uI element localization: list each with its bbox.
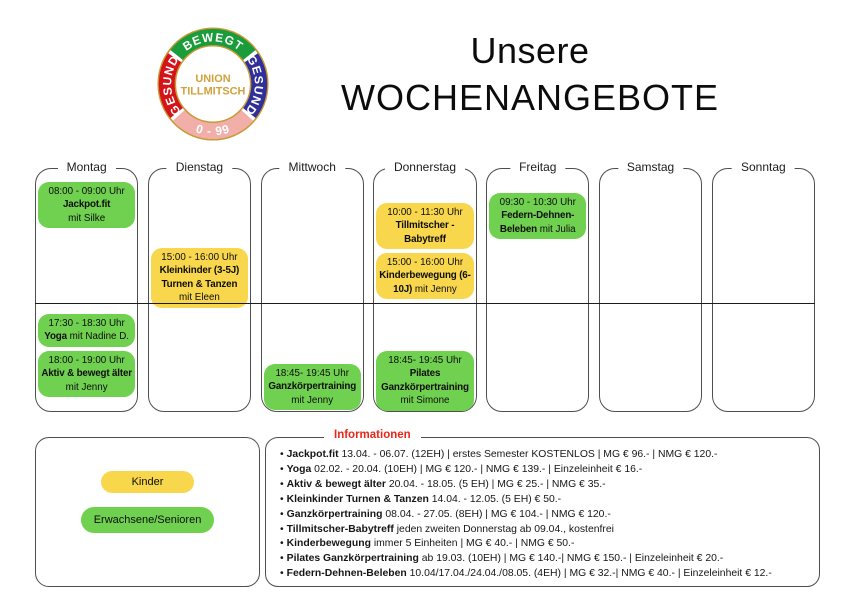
bullet-icon: •: [280, 493, 284, 505]
bullet-icon: •: [280, 538, 284, 550]
logo-arc-top-text: BEWEGT: [180, 30, 245, 54]
event-federn-dehnen-beleben: 09:30 - 10:30 Uhr Federn-Dehnen-Beleben …: [489, 193, 587, 240]
day-column-samstag: Samstag: [598, 160, 703, 412]
event-text: Federn-Dehnen-Beleben mit Julia: [499, 210, 576, 235]
day-column-dienstag: Dienstag 15:00 - 16:00 Uhr Kleinkinder (…: [147, 160, 252, 412]
info-item-kinderbewegung: •Kinderbewegung immer 5 Einheiten | MG €…: [280, 538, 575, 550]
legend-erwachsene-senioren-pill: Erwachsene/Senioren: [80, 507, 215, 533]
event-pilates-ganzkoerpertraining: 18:45- 19:45 Uhr Pilates Ganzkörpertrain…: [376, 351, 474, 411]
bullet-icon: •: [280, 508, 284, 520]
event-text: Kleinkinder (3-5J) Turnen & Tanzen mit E…: [159, 265, 240, 304]
event-time: 17:30 - 18:30 Uhr: [48, 318, 125, 329]
day-column-sonntag: Sonntag: [711, 160, 815, 412]
informationen-heading: Informationen: [324, 429, 421, 441]
event-text: Tillmitscher - Babytreff: [395, 220, 455, 245]
legend-box: Kinder Erwachsene/Senioren: [35, 437, 260, 587]
event-time: 18:00 - 19:00 Uhr: [48, 355, 125, 366]
event-ganzkoerpertraining: 18:45- 19:45 Uhr Ganzkörpertraining mit …: [263, 364, 361, 411]
informationen-list: •Jackpot.fit 13.04. - 06.07. (12EH) | er…: [266, 438, 819, 586]
day-column-freitag: Freitag 09:30 - 10:30 Uhr Federn-Dehnen-…: [486, 160, 590, 412]
event-text: Yoga mit Nadine D.: [44, 331, 129, 343]
event-time: 18:45- 19:45 Uhr: [388, 355, 462, 366]
day-label-donnerstag: Donnerstag: [384, 160, 466, 174]
week-schedule-grid: Montag 08:00 - 09:00 Uhr Jackpot.fit mit…: [35, 155, 815, 413]
title-line2: WOCHENANGEBOTE: [340, 77, 720, 118]
svg-text:0 - 99: 0 - 99: [194, 121, 231, 138]
section-divider-line: [35, 303, 815, 304]
event-time: 08:00 - 09:00 Uhr: [48, 186, 125, 197]
event-yoga: 17:30 - 18:30 Uhr Yoga mit Nadine D.: [38, 314, 136, 347]
day-label-montag: Montag: [57, 160, 116, 174]
info-item-federn-dehnen-beleben: •Federn-Dehnen-Beleben 10.04/17.04./24.0…: [280, 568, 772, 580]
page-title: Unsere WOCHENANGEBOTE: [275, 28, 785, 121]
event-kleinkinder-turnen-tanzen: 15:00 - 16:00 Uhr Kleinkinder (3-5J) Tur…: [150, 248, 249, 308]
event-text: Kinderbewegung (6-10J) mit Jenny: [379, 270, 471, 295]
bullet-icon: •: [280, 463, 284, 475]
day-column-montag: Montag 08:00 - 09:00 Uhr Jackpot.fit mit…: [35, 160, 139, 412]
bullet-icon: •: [280, 553, 284, 565]
event-time: 15:00 - 16:00 Uhr: [386, 257, 464, 268]
event-aktiv-bewegt-aelter: 18:00 - 19:00 Uhr Aktiv & bewegt älter m…: [38, 351, 136, 398]
bullet-icon: •: [280, 568, 284, 580]
event-time: 15:00 - 16:00 Uhr: [161, 252, 238, 263]
event-jackpot-fit: 08:00 - 09:00 Uhr Jackpot.fit mit Silke: [38, 182, 136, 229]
info-item-jackpot-fit: •Jackpot.fit 13.04. - 06.07. (12EH) | er…: [280, 449, 718, 460]
union-tillmitsch-logo: BEWEGT GESUND GESUND 0 - 99 UNION TILLMI…: [156, 26, 270, 142]
event-text: Jackpot.fit mit Silke: [62, 199, 111, 224]
logo-arc-bottom-text: 0 - 99: [194, 121, 230, 138]
event-text: Aktiv & bewegt älter mit Jenny: [41, 368, 132, 393]
day-label-samstag: Samstag: [617, 160, 684, 174]
svg-text:BEWEGT: BEWEGT: [180, 30, 246, 54]
title-line1: Unsere: [470, 30, 590, 71]
event-tillmitscher-babytreff: 10:00 - 11:30 Uhr Tillmitscher - Babytre…: [376, 203, 474, 250]
event-time: 18:45- 19:45 Uhr: [275, 368, 349, 379]
legend-kinder-pill: Kinder: [100, 471, 195, 493]
bullet-icon: •: [280, 449, 284, 460]
info-item-ganzkoerpertraining: •Ganzkörpertraining 08.04. - 27.05. (8EH…: [280, 508, 611, 520]
day-label-dienstag: Dienstag: [166, 160, 233, 174]
event-time: 09:30 - 10:30 Uhr: [499, 197, 576, 208]
event-text: Ganzkörpertraining mit Jenny: [268, 381, 357, 406]
info-item-aktiv-bewegt-aelter: •Aktiv & bewegt älter 20.04. - 18.05. (5…: [280, 478, 606, 490]
day-column-mittwoch: Mittwoch 18:45- 19:45 Uhr Ganzkörpertrai…: [260, 160, 364, 412]
day-label-freitag: Freitag: [510, 160, 566, 174]
info-item-kleinkinder: •Kleinkinder Turnen & Tanzen 14.04. - 12…: [280, 493, 562, 505]
info-item-yoga: •Yoga 02.02. - 20.04. (10EH) | MG € 120.…: [280, 463, 643, 475]
day-label-sonntag: Sonntag: [731, 160, 795, 174]
informationen-box: Informationen •Jackpot.fit 13.04. - 06.0…: [265, 429, 820, 587]
day-column-donnerstag: Donnerstag 10:00 - 11:30 Uhr Tillmitsche…: [373, 160, 477, 412]
info-item-tillmitscher-babytreff: •Tillmitscher-Babytreff jeden zweiten Do…: [280, 523, 614, 535]
info-item-pilates: •Pilates Ganzkörpertraining ab 19.03. (1…: [280, 553, 724, 565]
bullet-icon: •: [280, 523, 284, 535]
bullet-icon: •: [280, 478, 284, 490]
logo-badge-icon: BEWEGT GESUND GESUND 0 - 99 UNION TILLMI…: [157, 27, 269, 141]
day-label-mittwoch: Mittwoch: [279, 160, 345, 174]
event-text: Pilates Ganzkörpertraining mit Simone: [381, 368, 469, 407]
event-kinderbewegung: 15:00 - 16:00 Uhr Kinderbewegung (6-10J)…: [376, 253, 474, 300]
event-time: 10:00 - 11:30 Uhr: [387, 207, 463, 218]
logo-center-line1: UNION: [195, 73, 230, 85]
logo-center-line2: TILLMITSCH: [181, 86, 246, 98]
